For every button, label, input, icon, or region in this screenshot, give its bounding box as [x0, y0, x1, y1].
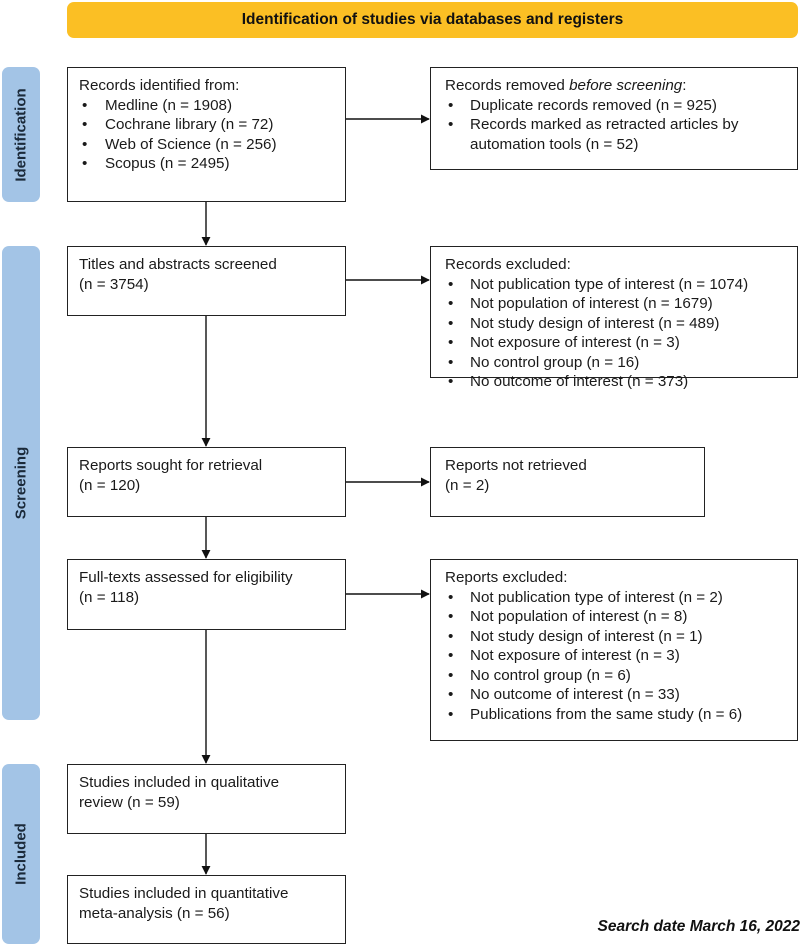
- reports-excluded-title: Reports excluded:: [445, 569, 568, 586]
- qualitative-line1: Studies included in qualitative: [79, 774, 280, 791]
- list-item: Publications from the same study (n = 6): [445, 705, 786, 725]
- box-quantitative-meta-analysis: Studies included in quantitative meta-an…: [67, 875, 346, 944]
- records-removed-title: Records removed before screening:: [445, 76, 786, 96]
- box-records-identified: Records identified from: Medline (n = 19…: [67, 67, 346, 202]
- stage-screening: Screening: [2, 246, 40, 720]
- box-titles-screened: Titles and abstracts screened (n = 3754): [67, 246, 346, 316]
- records-identified-title: Records identified from:: [79, 77, 240, 94]
- records-removed-title-emph: before screening: [569, 77, 683, 94]
- box-qualitative-review: Studies included in qualitative review (…: [67, 764, 346, 834]
- reports-not-retrieved-count: (n = 2): [445, 476, 490, 494]
- records-removed-title-suffix: :: [682, 77, 687, 94]
- records-removed-title-prefix: Records removed: [445, 77, 570, 94]
- list-item: Records marked as retracted articles by …: [445, 115, 786, 154]
- list-item: Not publication type of interest (n = 10…: [445, 275, 786, 295]
- list-item: Not population of interest (n = 8): [445, 607, 786, 627]
- list-item: Scopus (n = 2495): [79, 154, 334, 174]
- list-item: No control group (n = 16): [445, 353, 786, 373]
- qualitative-line2: review (n = 59): [79, 793, 180, 811]
- quantitative-line1: Studies included in quantitative: [79, 885, 289, 902]
- reports-sought-line1: Reports sought for retrieval: [79, 457, 263, 474]
- list-item: No outcome of interest (n = 33): [445, 685, 786, 705]
- box-records-removed: Records removed before screening: Duplic…: [430, 67, 798, 170]
- stage-identification: Identification: [2, 67, 40, 202]
- quantitative-line2: meta-analysis (n = 56): [79, 904, 230, 922]
- header-title: Identification of studies via databases …: [241, 11, 624, 28]
- list-item: No outcome of interest (n = 373): [445, 372, 786, 392]
- list-item: Not exposure of interest (n = 3): [445, 646, 786, 666]
- header-banner: Identification of studies via databases …: [67, 2, 798, 38]
- reports-sought-count: (n = 120): [79, 476, 141, 494]
- box-reports-not-retrieved: Reports not retrieved (n = 2): [430, 447, 705, 517]
- list-item: Web of Science (n = 256): [79, 135, 334, 155]
- list-item: Not study design of interest (n = 1): [445, 627, 786, 647]
- list-item: Duplicate records removed (n = 925): [445, 96, 786, 116]
- stage-included: Included: [2, 764, 40, 944]
- fulltexts-assessed-count: (n = 118): [79, 588, 140, 606]
- reports-not-retrieved-line1: Reports not retrieved: [445, 457, 587, 474]
- list-item: Medline (n = 1908): [79, 96, 334, 116]
- search-date-note: Search date March 16, 2022: [597, 918, 800, 935]
- list-item: Not publication type of interest (n = 2): [445, 588, 786, 608]
- list-item: No control group (n = 6): [445, 666, 786, 686]
- box-reports-excluded: Reports excluded: Not publication type o…: [430, 559, 798, 741]
- fulltexts-assessed-line1: Full-texts assessed for eligibility: [79, 569, 293, 586]
- titles-screened-count: (n = 3754): [79, 275, 149, 293]
- list-item: Not population of interest (n = 1679): [445, 294, 786, 314]
- list-item: Cochrane library (n = 72): [79, 115, 334, 135]
- records-excluded-title: Records excluded:: [445, 256, 571, 273]
- box-reports-sought: Reports sought for retrieval (n = 120): [67, 447, 346, 517]
- list-item: Not exposure of interest (n = 3): [445, 333, 786, 353]
- box-fulltexts-assessed: Full-texts assessed for eligibility (n =…: [67, 559, 346, 630]
- list-item: Not study design of interest (n = 489): [445, 314, 786, 334]
- titles-screened-line1: Titles and abstracts screened: [79, 256, 277, 273]
- box-records-excluded: Records excluded: Not publication type o…: [430, 246, 798, 391]
